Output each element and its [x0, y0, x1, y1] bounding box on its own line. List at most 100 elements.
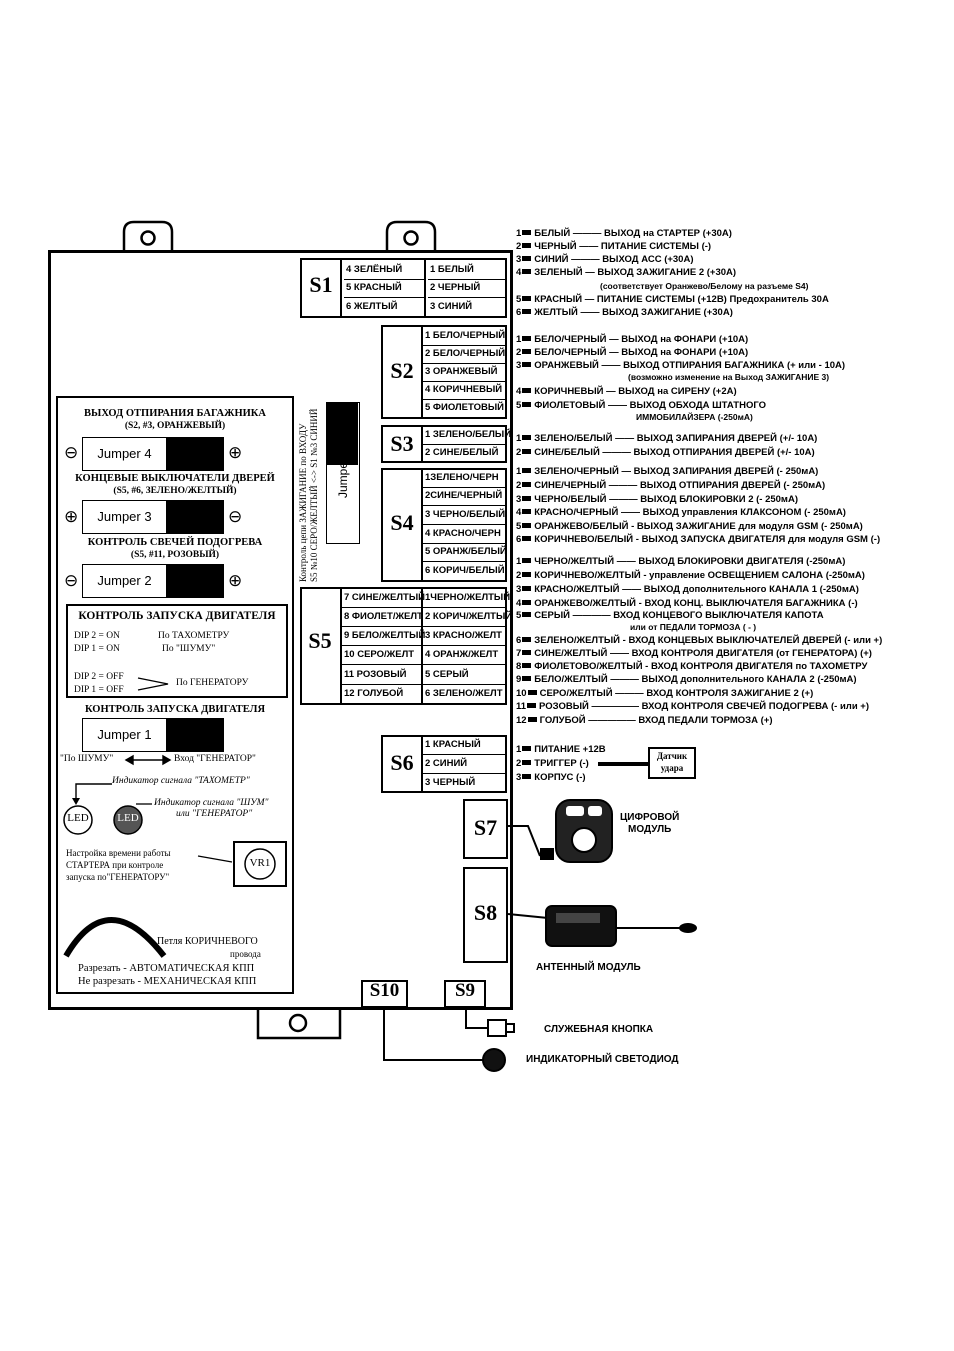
s5-pin-8: 8 ФИОЛЕТ/ЖЕЛТ — [342, 608, 423, 627]
s4-pin-1: 1ЗЕЛЕНО/ЧЕРН — [423, 469, 506, 488]
s5-pin-12: 12 ГОЛУБОЙ — [344, 688, 404, 699]
engine-start-title: КОНТРОЛЬ ЗАПУСКА ДВИГАТЕЛЯ — [78, 610, 276, 622]
pin-number: 2 — [516, 241, 522, 252]
pin-number: 3 — [516, 584, 522, 595]
jumper-3-block — [167, 501, 223, 533]
dip-off-2: DIP 1 = OFF — [74, 685, 124, 695]
pin-bullet-icon — [522, 612, 532, 618]
pin-text: ОРАНЖЕВО/ЖЕЛТЫЙ - ВХОД КОНЦ. ВЫКЛЮЧАТЕЛЯ… — [534, 598, 858, 609]
s4-pin-5: 5 ОРАНЖ/БЕЛЫЙ — [423, 543, 507, 562]
pin-text: БЕЛО/ЖЕЛТЫЙ ——— ВЫХОД дополнительного КА… — [534, 674, 857, 685]
jumper-1[interactable]: Jumper 1 — [82, 718, 224, 752]
pin-bullet-icon — [522, 558, 532, 564]
s2-pin-4: 4 КОРИЧНЕВЫЙ — [423, 381, 506, 400]
pin-description: 3 ОРАНЖЕВЫЙ —— ВЫХОД ОТПИРАНИЯ БАГАЖНИКА … — [516, 360, 845, 371]
pin-bullet-icon — [522, 536, 532, 542]
s6-pin-3: 3 ЧЕРНЫЙ — [425, 777, 476, 788]
pin-text: ОРАНЖЕВЫЙ —— ВЫХОД ОТПИРАНИЯ БАГАЖНИКА (… — [534, 360, 846, 371]
pin-bullet-icon — [522, 600, 532, 606]
glow-plug-sub: (S5, #11, РОЗОВЫЙ) — [130, 550, 220, 560]
dip-off-1: DIP 2 = OFF — [74, 672, 124, 682]
pin-number: 4 — [516, 267, 522, 278]
pin-number: 2 — [516, 480, 522, 491]
s5-pin-6: 6 ЗЕЛЕНО/ЖЕЛТ — [425, 688, 503, 699]
pin-bullet-icon — [522, 309, 532, 315]
noise-led-lead — [136, 803, 152, 805]
by-noise: По "ШУМУ" — [162, 644, 216, 654]
connector-s4-label: S4 — [390, 510, 414, 535]
pin-text: КРАСНО/ЖЕЛТЫЙ —— ВЫХОД дополнительного К… — [534, 584, 859, 595]
by-tacho: По ТАХОМЕТРУ — [158, 631, 230, 641]
jumper-2[interactable]: Jumper 2 — [82, 564, 224, 598]
pin-text: ЗЕЛЕНО/ЧЕРНЫЙ — ВЫХОД ЗАПИРАНИЯ ДВЕРЕЙ (… — [534, 466, 819, 477]
connector-s3-label: S3 — [390, 431, 414, 456]
pin-number: 5 — [516, 400, 522, 411]
pin-bullet-icon — [522, 523, 532, 529]
pin-bullet-icon — [522, 482, 532, 488]
s5-pin-7: 7 СИНЕ/ЖЕЛТЫЙ — [342, 589, 425, 608]
connector-s1-label: S1 — [309, 272, 333, 297]
starter-time-1: Настройка времени работы — [66, 848, 171, 858]
engine-start-title-2: КОНТРОЛЬ ЗАПУСКА ДВИГАТЕЛЯ — [84, 704, 266, 715]
pin-bullet-icon — [522, 256, 532, 262]
pin-number: 1 — [516, 556, 522, 567]
door-switch-sub: (S5, #6, ЗЕЛЕНО/ЖЕЛТЫЙ) — [113, 486, 237, 496]
s2-pin-5: 5 ФИОЛЕТОВЫЙ — [425, 402, 504, 413]
pin-text: РОЗОВЫЙ ————— ВХОД КОНТРОЛЯ СВЕЧЕЙ ПОДОГ… — [539, 701, 870, 712]
pin-number: 4 — [516, 507, 522, 518]
by-generator: По ГЕНЕРАТОРУ — [176, 678, 249, 688]
pin-bullet-icon — [522, 402, 532, 408]
pin-text: (возможно изменение на Выход ЗАЖИГАНИЕ 3… — [628, 372, 830, 382]
pin-text: ТРИГГЕР (-) — [534, 758, 589, 769]
s5-pin-11: 11 РОЗОВЫЙ — [342, 666, 421, 685]
s4-pin-6: 6 КОРИЧ/БЕЛЫЙ — [425, 565, 505, 576]
pin-text: ФИОЛЕТОВЫЙ —— ВЫХОД ОБХОДА ШТАТНОГО — [534, 400, 766, 411]
shock-sensor-label-2: удара — [660, 763, 684, 773]
pin-number: 6 — [516, 307, 522, 318]
jumper-3-minus: ⊖ — [228, 507, 243, 526]
s2-pin-3: 3 ОРАНЖЕВЫЙ — [423, 363, 506, 382]
jumper-3[interactable]: Jumper 3 — [82, 500, 224, 534]
connector-s1 — [300, 258, 507, 318]
connector-s7-label: S7 — [473, 815, 498, 840]
pin-text: ПИТАНИЕ +12В — [534, 744, 606, 755]
jumper-5[interactable]: Jumper 5 — [326, 402, 360, 544]
pin-text: БЕЛО/ЧЕРНЫЙ — ВЫХОД на ФОНАРИ (+10А) — [534, 334, 749, 345]
pin-bullet-icon — [522, 468, 532, 474]
jumper-4[interactable]: Jumper 4 — [82, 437, 224, 471]
vr1-dial — [244, 848, 276, 880]
pin-number: 3 — [516, 360, 522, 371]
pin-text: (соответствует Оранжево/Белому на разъем… — [600, 281, 809, 291]
pin-number: 1 — [516, 744, 522, 755]
shock-sensor — [648, 747, 696, 779]
s1-pin-3: 3 СИНИЙ — [430, 301, 473, 312]
pin-text: ЖЕЛТЫЙ —— ВЫХОД ЗАЖИГАНИЕ (+30А) — [534, 307, 733, 318]
pin-bullet-icon — [527, 703, 537, 709]
pin-number: 2 — [516, 447, 522, 458]
loop-line-1: Петля КОРИЧНЕВОГО — [157, 936, 258, 947]
pin-description: ИММОБИЛАЙЗЕРА (-250мА) — [636, 412, 753, 422]
s3-pin-2: 2 СИНЕ/БЕЛЫЙ — [425, 447, 499, 458]
jumper-4-minus: ⊖ — [64, 443, 79, 462]
connector-s8 — [463, 867, 508, 963]
s5-pin-1: 1ЧЕРНО/ЖЕЛТЫЙ — [423, 589, 510, 608]
s1-pin-4: 4 ЗЕЛЁНЫЙ — [344, 261, 424, 280]
s2-pin-2: 2 БЕЛО/ЧЕРНЫЙ — [423, 345, 506, 364]
pin-text: ИММОБИЛАЙЗЕРА (-250мА) — [636, 412, 753, 422]
